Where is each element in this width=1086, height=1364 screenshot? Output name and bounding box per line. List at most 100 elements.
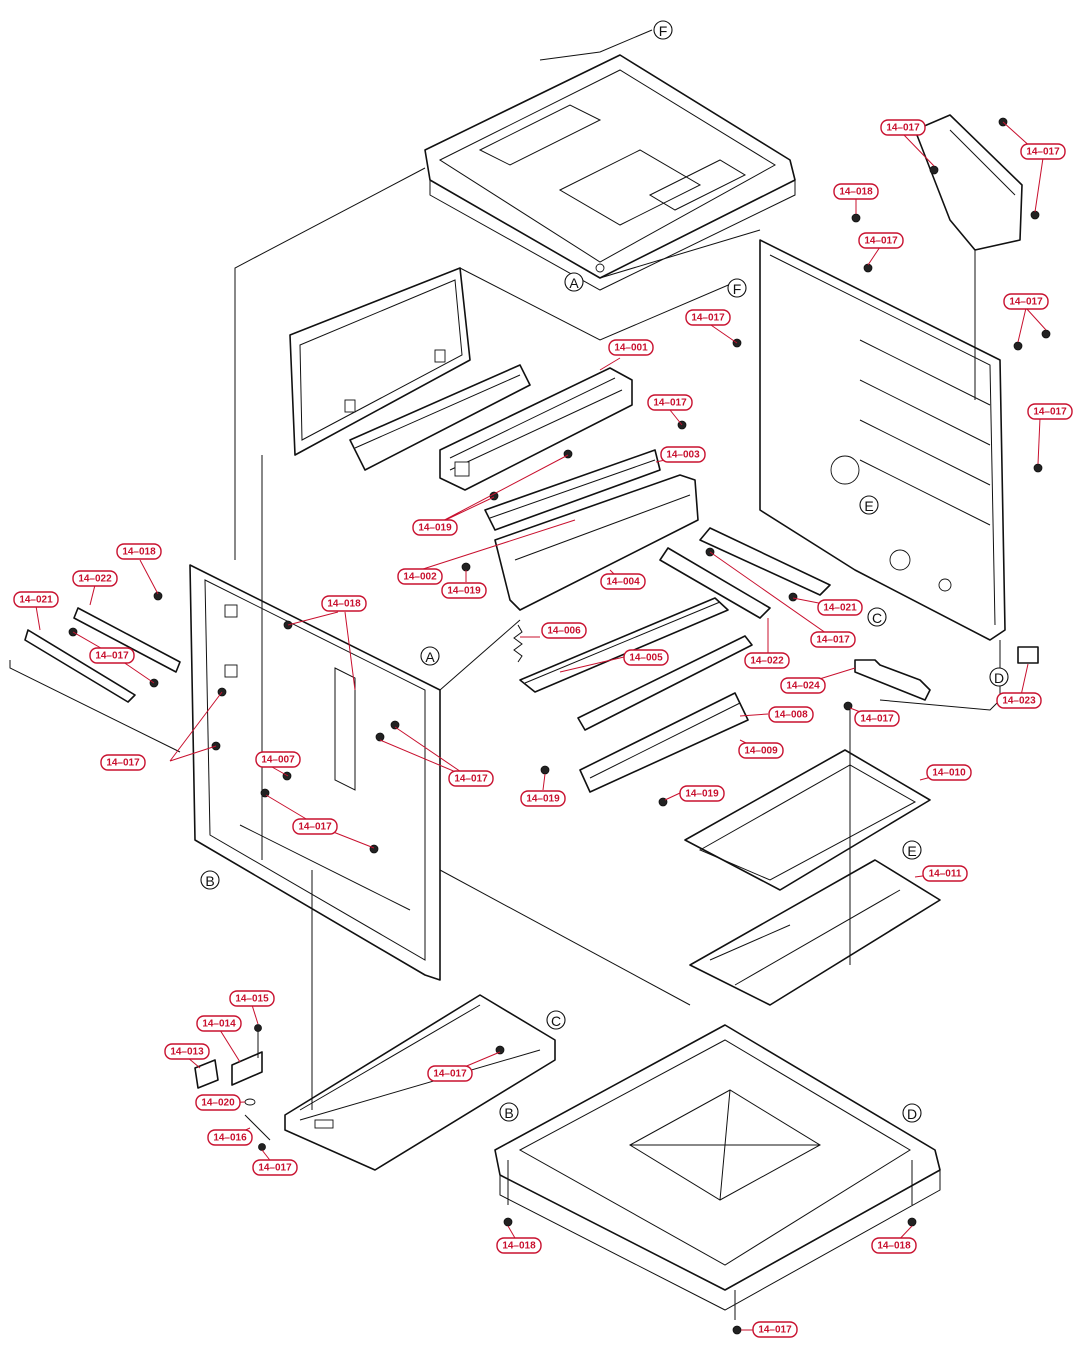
svg-text:14–011: 14–011	[929, 869, 962, 880]
callout-14-019: 14–019	[520, 790, 566, 807]
svg-text:14–021: 14–021	[19, 595, 53, 606]
base-frame	[494, 1024, 941, 1311]
svg-text:B: B	[205, 873, 214, 889]
svg-text:14–005: 14–005	[629, 653, 663, 664]
callout-14-017: 14–017	[880, 119, 926, 136]
svg-text:14–004: 14–004	[606, 577, 640, 588]
svg-text:14–018: 14–018	[877, 1241, 911, 1252]
callout-14-017: 14–017	[810, 631, 856, 648]
connector-letter-c-bottom: C	[546, 1010, 566, 1030]
svg-text:14–018: 14–018	[502, 1241, 536, 1252]
svg-text:14–021: 14–021	[823, 603, 857, 614]
svg-text:14–017: 14–017	[298, 822, 332, 833]
svg-text:14–019: 14–019	[685, 789, 719, 800]
callout-14-006: 14–006	[541, 622, 587, 639]
svg-text:14–017: 14–017	[106, 758, 140, 769]
svg-text:14–008: 14–008	[774, 710, 808, 721]
callout-14-018: 14–018	[871, 1237, 917, 1254]
svg-text:14–003: 14–003	[666, 450, 700, 461]
part-14-009-drawing	[579, 692, 749, 793]
callout-14-018: 14–018	[496, 1237, 542, 1254]
svg-text:14–017: 14–017	[1033, 407, 1067, 418]
part-14-004-drawing	[494, 474, 699, 611]
svg-text:D: D	[907, 1106, 917, 1122]
svg-text:14–010: 14–010	[932, 768, 966, 779]
callout-14-015: 14–015	[229, 990, 275, 1007]
svg-text:14–006: 14–006	[547, 626, 581, 637]
svg-text:F: F	[733, 281, 742, 297]
callout-14-001: 14–001	[608, 339, 654, 356]
callout-14-005: 14–005	[623, 649, 669, 666]
svg-text:14–009: 14–009	[744, 746, 778, 757]
callout-14-016: 14–016	[207, 1129, 253, 1146]
callout-14-017: 14–017	[854, 710, 900, 727]
svg-text:14–017: 14–017	[864, 236, 898, 247]
svg-text:14–019: 14–019	[447, 586, 481, 597]
left-rails	[24, 607, 181, 703]
svg-text:A: A	[569, 275, 579, 291]
svg-text:14–017: 14–017	[1009, 297, 1043, 308]
svg-text:14–017: 14–017	[653, 398, 687, 409]
top-frame-plate	[424, 54, 796, 291]
connector-letter-a-top: A	[564, 272, 584, 292]
svg-text:14–017: 14–017	[691, 313, 725, 324]
part-14-024-drawing	[854, 659, 931, 701]
callout-14-017: 14–017	[647, 394, 693, 411]
bottom-left-plate	[284, 994, 556, 1171]
svg-text:D: D	[994, 670, 1004, 686]
callout-14-022: 14–022	[744, 652, 790, 669]
callout-14-021: 14–021	[13, 591, 59, 608]
callout-14-023: 14–023	[996, 692, 1042, 709]
svg-text:14–019: 14–019	[418, 523, 452, 534]
connector-letter-d-right: D	[989, 667, 1009, 687]
callout-14-013: 14–013	[164, 1043, 210, 1060]
svg-text:14–017: 14–017	[816, 635, 850, 646]
svg-text:B: B	[504, 1105, 513, 1121]
callout-14-003: 14–003	[660, 446, 706, 463]
right-side-frame	[759, 239, 1006, 641]
connector-letter-a-mid: A	[420, 646, 440, 666]
callout-14-021: 14–021	[817, 599, 863, 616]
svg-text:14–001: 14–001	[614, 343, 648, 354]
connector-letter-e-right: E	[859, 495, 879, 515]
part-14-001-drawing	[439, 367, 633, 491]
svg-text:14–017: 14–017	[258, 1163, 292, 1174]
svg-text:E: E	[864, 498, 873, 514]
svg-text:14–020: 14–020	[201, 1098, 235, 1109]
callout-14-007: 14–007	[255, 751, 301, 768]
connector-letter-f-top: F	[653, 20, 673, 40]
callout-14-017: 14–017	[752, 1321, 798, 1338]
connector-letter-e-mid: E	[902, 840, 922, 860]
svg-text:14–022: 14–022	[78, 574, 112, 585]
assembly-lines	[9, 29, 1001, 1320]
callout-14-017: 14–017	[292, 818, 338, 835]
callout-14-019: 14–019	[679, 785, 725, 802]
svg-text:14–018: 14–018	[839, 187, 873, 198]
connector-letter-c-right: C	[867, 607, 887, 627]
left-side-frame	[189, 564, 441, 981]
callout-14-017: 14–017	[427, 1065, 473, 1082]
callout-14-009: 14–009	[738, 742, 784, 759]
svg-text:14–019: 14–019	[526, 794, 560, 805]
callout-14-024: 14–024	[780, 677, 826, 694]
callout-14-018: 14–018	[321, 595, 367, 612]
callout-14-017: 14–017	[1020, 143, 1066, 160]
callout-14-017: 14–017	[252, 1159, 298, 1176]
callout-14-002: 14–002	[397, 568, 443, 585]
svg-text:14–014: 14–014	[202, 1019, 236, 1030]
callout-14-017: 14–017	[858, 232, 904, 249]
callout-14-017: 14–017	[685, 309, 731, 326]
back-panel	[289, 267, 531, 471]
svg-text:F: F	[659, 23, 668, 39]
callout-14-017: 14–017	[1027, 403, 1073, 420]
svg-text:14–017: 14–017	[758, 1325, 792, 1336]
callout-14-017: 14–017	[100, 754, 146, 771]
svg-text:14–017: 14–017	[95, 651, 129, 662]
connector-letter-f-right: F	[727, 278, 747, 298]
callout-14-019: 14–019	[441, 582, 487, 599]
callout-14-004: 14–004	[600, 573, 646, 590]
callout-14-014: 14–014	[196, 1015, 242, 1032]
part-14-023-drawing	[1017, 646, 1039, 664]
small-parts-group	[194, 1024, 271, 1151]
part-14-011-drawing	[689, 859, 941, 1006]
